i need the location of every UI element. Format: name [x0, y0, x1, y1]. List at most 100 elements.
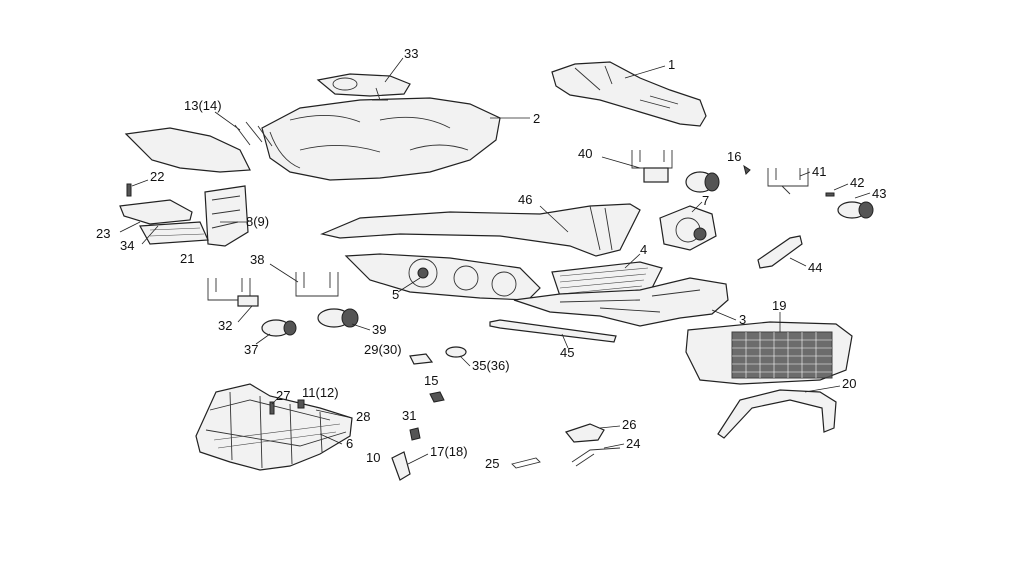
leader-4	[624, 253, 641, 269]
part-27-bolt	[269, 401, 275, 415]
part-26-bracket	[564, 423, 605, 443]
part-20-frame	[717, 389, 837, 439]
label-27: 27	[276, 388, 290, 403]
part-46-front-beam	[320, 203, 641, 257]
leader-23	[119, 221, 141, 233]
leader-26	[599, 425, 621, 429]
part-32-bracket	[207, 278, 259, 307]
part-24-wire	[571, 447, 621, 467]
leader-40	[601, 156, 641, 169]
part-43-lamp	[837, 201, 874, 219]
part-44-trim-strip	[757, 235, 803, 269]
label-6: 6	[346, 436, 353, 451]
part-22-bolt	[126, 183, 132, 197]
leader-42	[833, 183, 849, 191]
label-34: 34	[120, 238, 134, 253]
part-33-bracket	[316, 73, 411, 101]
label-10: 10	[366, 450, 380, 465]
label-2: 2	[533, 111, 540, 126]
part-29-30-clip	[409, 353, 434, 365]
part-38-bracket	[295, 272, 339, 297]
leader-39	[351, 323, 371, 331]
label-8-9: 8(9)	[246, 214, 269, 229]
label-1: 1	[668, 57, 675, 72]
label-38: 38	[250, 252, 264, 267]
label-26: 26	[622, 417, 636, 432]
label-41: 41	[812, 164, 826, 179]
part-39-lamp	[317, 308, 359, 328]
leader-24	[603, 443, 625, 449]
label-23: 23	[96, 226, 110, 241]
part-37-lamp	[261, 319, 297, 337]
part-16-clip	[743, 164, 751, 175]
part-1-top-cover	[551, 61, 707, 127]
part-4-grille	[551, 261, 663, 297]
leader-7	[691, 201, 703, 213]
part-19-mesh-panel	[685, 321, 853, 385]
label-29-30: 29(30)	[364, 342, 402, 357]
leader-35-36	[459, 355, 471, 367]
leader-28	[315, 409, 353, 419]
leader-22	[131, 179, 149, 187]
part-6-frame-assembly	[195, 383, 353, 471]
label-15: 15	[424, 373, 438, 388]
part-11-12-bolt	[297, 399, 305, 409]
label-39: 39	[372, 322, 386, 337]
label-19: 19	[772, 298, 786, 313]
part-40-lamp-bracket	[631, 150, 720, 193]
label-40: 40	[578, 146, 592, 161]
part-25-plate	[511, 457, 541, 469]
leader-37	[255, 333, 271, 345]
label-11-12: 11(12)	[302, 385, 339, 400]
label-21: 21	[180, 251, 194, 266]
label-13-14: 13(14)	[184, 98, 222, 113]
label-46: 46	[518, 192, 532, 207]
label-4: 4	[640, 242, 647, 257]
label-7: 7	[702, 193, 709, 208]
label-45: 45	[560, 345, 574, 360]
part-35-36-grommet	[445, 346, 467, 358]
leader-41	[799, 171, 811, 177]
label-5: 5	[392, 287, 399, 302]
label-37: 37	[244, 342, 258, 357]
leader-32	[237, 305, 253, 323]
leader-3	[711, 309, 737, 321]
label-42: 42	[850, 175, 864, 190]
label-17-18: 17(18)	[430, 444, 468, 459]
part-3-lower-fascia	[513, 277, 729, 327]
part-31-fastener	[409, 427, 421, 441]
part-10-bracket	[391, 451, 411, 481]
leader-46	[539, 205, 569, 233]
label-28: 28	[356, 409, 370, 424]
leader-38	[269, 263, 299, 283]
part-13-14-strips	[234, 121, 273, 147]
label-25: 25	[485, 456, 499, 471]
label-16: 16	[727, 149, 741, 164]
leader-34	[141, 225, 159, 245]
leader-13-14	[214, 111, 241, 131]
label-31: 31	[402, 408, 416, 423]
label-33: 33	[404, 46, 418, 61]
part-7-lamp-housing	[659, 205, 717, 251]
label-24: 24	[626, 436, 640, 451]
part-5-headlight-panel	[344, 253, 541, 301]
leader-45	[561, 333, 569, 349]
part-23-34-footrest	[119, 199, 209, 245]
leader-5	[397, 277, 421, 293]
label-44: 44	[808, 260, 822, 275]
part-21-side-panel	[204, 185, 249, 247]
label-32: 32	[218, 318, 232, 333]
part-41-bracket	[767, 168, 809, 195]
leader-20	[804, 385, 841, 393]
part-45-rod	[489, 319, 617, 343]
leader-6	[319, 433, 343, 445]
part-15-nut	[429, 391, 445, 403]
leader-44	[789, 257, 807, 267]
part-2-front-fender	[124, 97, 501, 181]
label-20: 20	[842, 376, 856, 391]
label-43: 43	[872, 186, 886, 201]
part-42-screw	[825, 192, 835, 197]
leader-1	[624, 65, 666, 79]
leader-33	[384, 57, 404, 83]
